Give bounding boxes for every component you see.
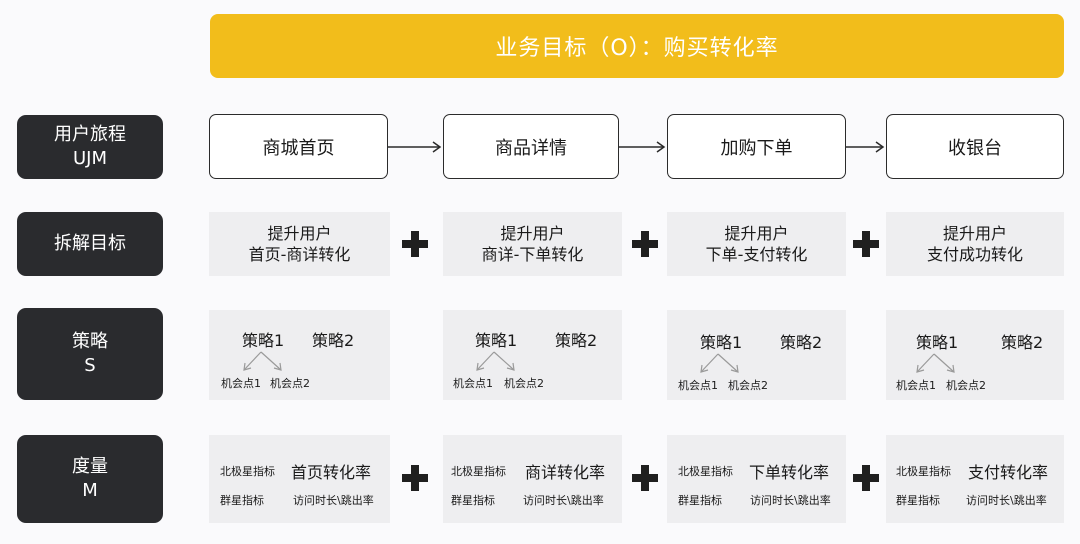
- objective-banner: 业务目标（O）：购买转化率: [210, 14, 1064, 78]
- strategy-1-label: 策略1: [700, 333, 743, 352]
- measure-panel: 北极星指标 下单转化率 群星指标 访问时长\跳出率: [667, 435, 846, 523]
- row-label-line: 度量: [72, 456, 108, 477]
- branch-arrows-icon: [916, 353, 955, 373]
- opportunity-1-label: 机会点1: [453, 377, 493, 390]
- row-label-line: 用户旅程: [54, 124, 126, 145]
- strategy-panel: 策略1 策略2 机会点1 机会点2: [209, 310, 390, 400]
- row-label-line: S: [84, 355, 96, 376]
- opportunity-2-label: 机会点2: [270, 377, 310, 390]
- plus-icon: [632, 231, 658, 257]
- strategy-panel: 策略1 策略2 机会点1 机会点2: [667, 310, 846, 400]
- group-star-metric-label: 群星指标: [220, 494, 264, 507]
- journey-step-home: 商城首页: [209, 114, 388, 179]
- visit-bounce-label: 访问时长\跳出率: [523, 494, 604, 507]
- row-label-line: 策略: [72, 331, 108, 352]
- strategy-2-label: 策略2: [780, 333, 823, 352]
- strategy-1-label: 策略1: [916, 333, 959, 352]
- strategy-2-label: 策略2: [312, 331, 355, 350]
- goal-line: 提升用户: [267, 224, 332, 243]
- north-star-metric-label: 北极星指标: [220, 465, 275, 478]
- row-label-strategy: 策略 S: [17, 308, 163, 400]
- group-star-metric-label: 群星指标: [678, 494, 722, 507]
- row-label-line: UJM: [72, 148, 107, 169]
- strategy-1-label: 策略1: [242, 331, 285, 350]
- strategy-panel: 策略1 策略2 机会点1 机会点2: [886, 310, 1064, 400]
- journey-step-detail: 商品详情: [443, 114, 619, 179]
- visit-bounce-label: 访问时长\跳出率: [293, 494, 374, 507]
- arrowhead-icon: [656, 141, 666, 153]
- north-star-metric-label: 北极星指标: [896, 465, 951, 478]
- conversion-rate-label: 支付转化率: [968, 463, 1049, 482]
- north-star-metric-label: 北极星指标: [451, 465, 506, 478]
- plus-icon: [402, 231, 428, 257]
- goal-panel: 提升用户 支付成功转化: [886, 212, 1064, 276]
- opportunity-1-label: 机会点1: [896, 379, 936, 392]
- branch-arrows-icon: [700, 353, 739, 373]
- goal-line: 提升用户: [724, 224, 789, 243]
- visit-bounce-label: 访问时长\跳出率: [966, 494, 1047, 507]
- opportunity-1-label: 机会点1: [678, 379, 718, 392]
- goal-line: 提升用户: [942, 224, 1007, 243]
- conversion-rate-label: 下单转化率: [749, 463, 830, 482]
- north-star-metric-label: 北极星指标: [678, 465, 733, 478]
- goal-panel: 提升用户 商详-下单转化: [443, 212, 622, 276]
- branch-arrows-icon: [243, 351, 282, 371]
- goal-panel: 提升用户 下单-支付转化: [667, 212, 846, 276]
- measure-panel: 北极星指标 支付转化率 群星指标 访问时长\跳出率: [886, 435, 1064, 523]
- strategy-2-label: 策略2: [555, 331, 598, 350]
- goal-line: 支付成功转化: [926, 245, 1023, 264]
- journey-step-checkout: 收银台: [886, 114, 1064, 179]
- row-label-goal: 拆解目标: [17, 212, 163, 276]
- opportunity-1-label: 机会点1: [221, 377, 261, 390]
- goal-line: 商详-下单转化: [481, 245, 584, 264]
- visit-bounce-label: 访问时长\跳出率: [750, 494, 831, 507]
- strategy-1-label: 策略1: [475, 331, 518, 350]
- opportunity-2-label: 机会点2: [946, 379, 986, 392]
- measure-panel: 北极星指标 商详转化率 群星指标 访问时长\跳出率: [443, 435, 622, 523]
- goal-line: 下单-支付转化: [705, 245, 808, 264]
- arrowhead-icon: [432, 141, 442, 153]
- group-star-metric-label: 群星指标: [451, 494, 495, 507]
- branch-arrows-icon: [476, 351, 515, 371]
- plus-icon: [402, 465, 428, 491]
- goal-panel: 提升用户 首页-商详转化: [209, 212, 390, 276]
- plus-icon: [853, 465, 879, 491]
- strategy-panel: 策略1 策略2 机会点1 机会点2: [443, 310, 622, 400]
- measure-panel: 北极星指标 首页转化率 群星指标 访问时长\跳出率: [209, 435, 390, 523]
- conversion-rate-label: 首页转化率: [291, 463, 372, 482]
- plus-icon: [632, 465, 658, 491]
- group-star-metric-label: 群星指标: [896, 494, 940, 507]
- row-label-line: 拆解目标: [54, 233, 126, 254]
- plus-icon: [853, 231, 879, 257]
- opportunity-2-label: 机会点2: [504, 377, 544, 390]
- goal-line: 首页-商详转化: [248, 245, 351, 264]
- opportunity-2-label: 机会点2: [728, 379, 768, 392]
- strategy-2-label: 策略2: [1001, 333, 1044, 352]
- journey-step-order: 加购下单: [667, 114, 846, 179]
- conversion-rate-label: 商详转化率: [525, 463, 606, 482]
- row-label-line: M: [82, 480, 98, 501]
- row-label-measure: 度量 M: [17, 435, 163, 523]
- row-label-ujm: 用户旅程 UJM: [17, 115, 163, 179]
- arrowhead-icon: [875, 141, 885, 153]
- goal-line: 提升用户: [500, 224, 565, 243]
